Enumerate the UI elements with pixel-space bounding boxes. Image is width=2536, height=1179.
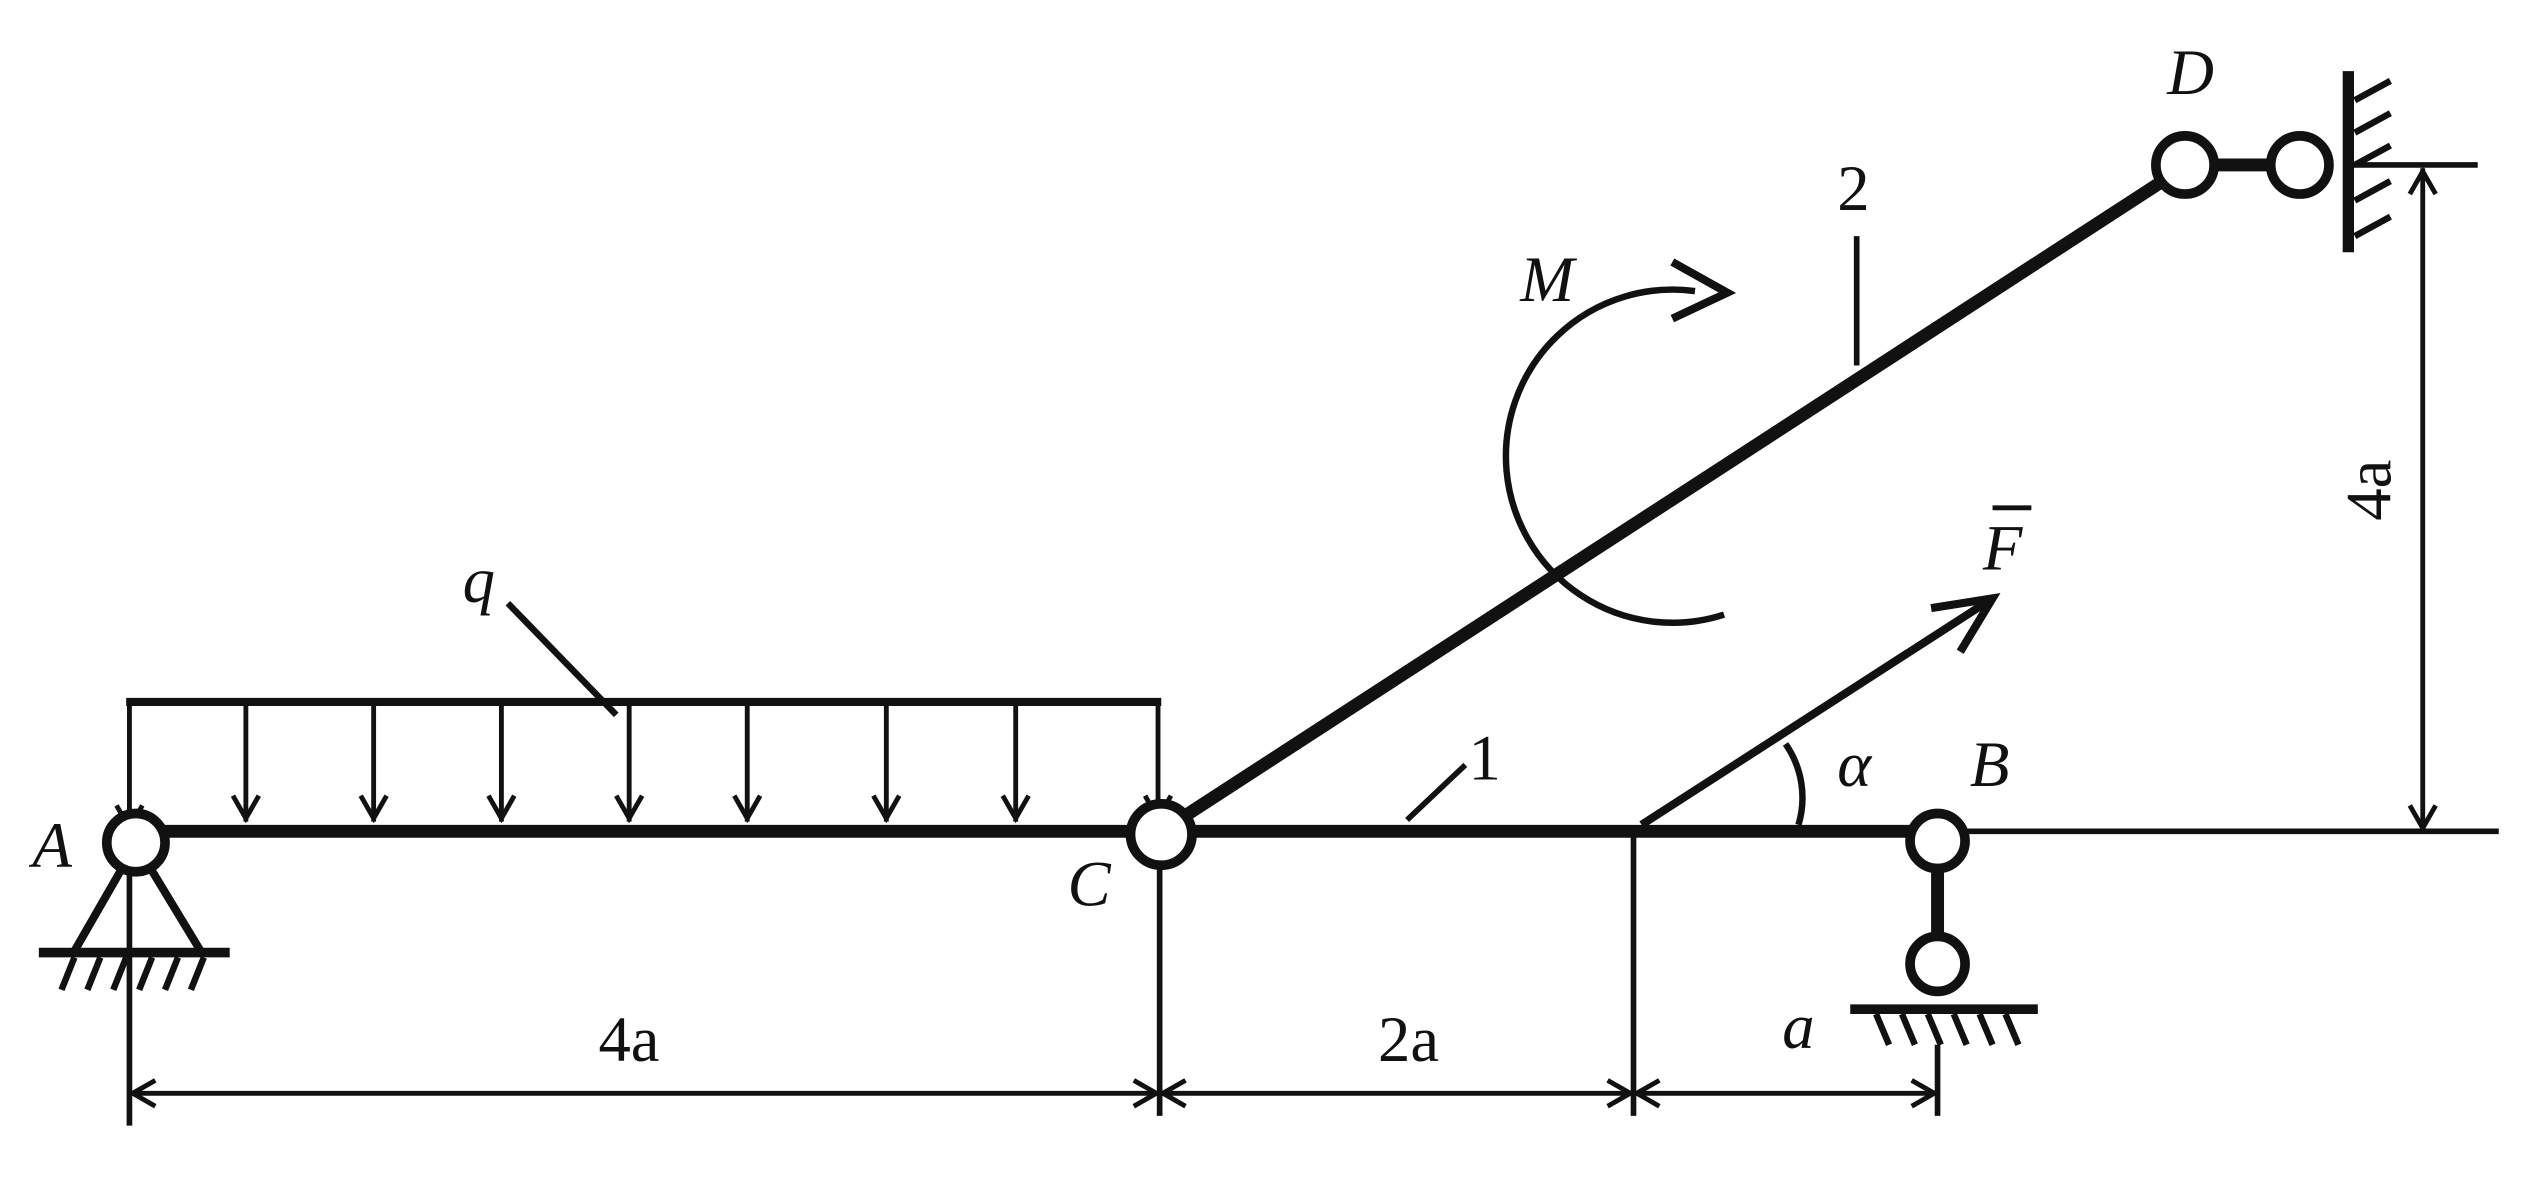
roller-support-b bbox=[1850, 808, 2038, 1047]
rod-1-marker bbox=[1405, 762, 1468, 823]
label-load-q: q bbox=[463, 544, 495, 616]
label-moment-m: M bbox=[1519, 243, 1577, 315]
label-angle-alpha: α bbox=[1837, 728, 1873, 800]
force-f-arrow bbox=[1639, 593, 2001, 829]
dim-line-ac bbox=[127, 1078, 1162, 1109]
label-dim-c-f: 2a bbox=[1378, 1003, 1439, 1075]
label-force-f: F bbox=[1982, 511, 2024, 583]
dim-line-height bbox=[2407, 166, 2438, 833]
label-rod-1: 1 bbox=[1469, 722, 1501, 794]
dim-line-c-f bbox=[1157, 1078, 1636, 1109]
label-point-d: D bbox=[2166, 36, 2214, 108]
label-rod-2: 2 bbox=[1837, 152, 1869, 224]
hinge-c bbox=[1125, 798, 1197, 871]
label-point-a: A bbox=[28, 809, 72, 881]
rod-cd bbox=[1157, 161, 2189, 837]
moment-m-arrow bbox=[1502, 258, 1737, 626]
distributed-load-q bbox=[114, 600, 1174, 833]
label-dim-ac: 4a bbox=[598, 1003, 659, 1075]
label-dim-height: 4a bbox=[2332, 460, 2404, 521]
label-point-b: B bbox=[1970, 728, 2010, 800]
label-dim-f-b: a bbox=[1782, 990, 1814, 1062]
label-point-c: C bbox=[1067, 848, 1111, 920]
pin-support-a bbox=[38, 808, 230, 991]
link-support-d bbox=[2151, 71, 2392, 253]
dim-line-f-b bbox=[1631, 1078, 1940, 1109]
